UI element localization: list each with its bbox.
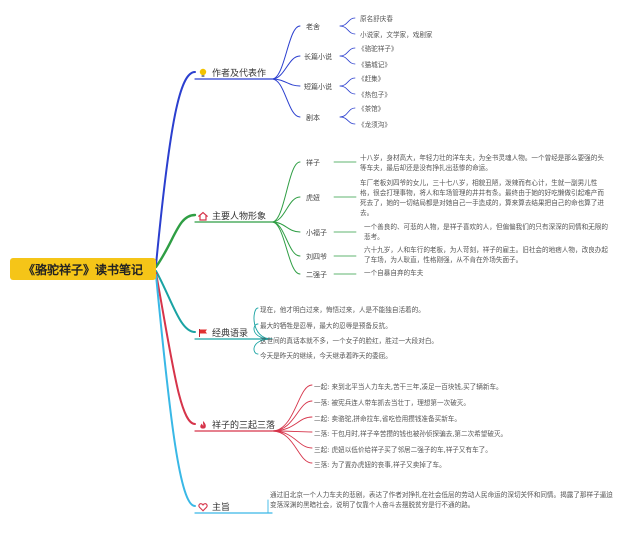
author-leaf-link-b-2 bbox=[339, 85, 356, 95]
branch-characters[interactable]: 主要人物形象 bbox=[198, 209, 266, 222]
house-icon bbox=[198, 211, 208, 221]
event-6: 三落: 为了置办虎妞的丧事,祥子又卖掉了车。 bbox=[314, 461, 446, 469]
main-branch-author bbox=[155, 71, 196, 266]
character-link-0 bbox=[271, 161, 301, 223]
event-link-4 bbox=[271, 430, 313, 449]
theme-link bbox=[267, 499, 273, 514]
theme-text: 通过旧北京一个人力车夫的悲剧，表达了作者对挣扎在社会低层的劳动人民命运的深切关怀… bbox=[270, 491, 613, 509]
leaf-occupation: 小说家，文学家，戏剧家 bbox=[360, 31, 433, 39]
leaf-story-1: 《赶集》 bbox=[358, 75, 385, 83]
sub-laoshe[interactable]: 老舍 bbox=[306, 23, 320, 31]
desc-huniu: 车厂老板刘四爷的女儿，三十七八岁，相貌丑陋，泼辣而有心计，生就一副男儿性格，很会… bbox=[360, 179, 604, 217]
author-leaf-link-a-3 bbox=[339, 107, 356, 118]
character-link-4 bbox=[271, 221, 301, 275]
desc-erqiangzi: 一个自暴自弃的车夫 bbox=[364, 269, 424, 277]
leaf-play-2: 《龙须沟》 bbox=[358, 121, 391, 129]
branch-quotes[interactable]: 经典语录 bbox=[198, 326, 248, 339]
author-sub-link-0 bbox=[271, 25, 301, 80]
flag-icon bbox=[199, 328, 207, 337]
quote-2: 最大的牺牲是忍辱，最大的忍辱是预备反抗。 bbox=[260, 322, 392, 330]
leaf-novel-2: 《猫城记》 bbox=[358, 61, 391, 69]
branch-author[interactable]: 作者及代表作 bbox=[198, 66, 266, 79]
sub-short-stories[interactable]: 短篇小说 bbox=[304, 83, 332, 91]
sub-huniu[interactable]: 虎妞 bbox=[306, 194, 320, 202]
quote-3: 这世间的真话本就不多，一个女子的脸红，胜过一大段对白。 bbox=[260, 337, 439, 345]
main-branch-characters bbox=[154, 213, 197, 269]
sub-plays[interactable]: 剧本 bbox=[306, 114, 320, 122]
author-leaf-link-a-1 bbox=[339, 47, 356, 57]
author-sub-link-1 bbox=[271, 55, 301, 80]
event-1: 一起: 来到北平当人力车夫,苦干三年,凑足一百块钱,买了辆新车。 bbox=[314, 383, 503, 391]
sub-erqiangzi[interactable]: 二强子 bbox=[306, 271, 327, 279]
leaf-play-1: 《茶馆》 bbox=[358, 105, 385, 113]
sub-xiaofuzi[interactable]: 小福子 bbox=[306, 229, 327, 237]
leaf-novel-1: 《骆驼祥子》 bbox=[358, 45, 398, 53]
author-leaf-link-b-0 bbox=[339, 25, 356, 35]
desc-xiaofuzi: 一个善良的、可悲的人物，是祥子喜欢的人，但偏偏我们的只有深深的同情和无限的悲考。 bbox=[364, 223, 608, 241]
quote-link-0 bbox=[253, 307, 273, 340]
event-link-0 bbox=[271, 384, 313, 432]
branch-theme[interactable]: 主旨 bbox=[198, 500, 230, 513]
quote-link-3 bbox=[253, 338, 273, 355]
event-4: 二落: 干包月时,祥子辛苦攒的钱也被孙侦探骗去,第二次希望破灭。 bbox=[314, 430, 508, 438]
event-3: 二起: 卖骆驼,拼命拉车,省吃俭用攒钱准备买新车。 bbox=[314, 415, 461, 423]
lightbulb-icon bbox=[199, 68, 207, 77]
author-leaf-link-a-2 bbox=[339, 77, 356, 87]
main-branch-theme bbox=[155, 274, 196, 507]
author-leaf-link-a-0 bbox=[339, 17, 356, 27]
desc-liusiye: 六十九岁，人和车行的老板，为人苛刻，祥子的雇主。旧社会的地痞人物，改良办起了车场… bbox=[364, 246, 608, 264]
branch-author-label: 作者及代表作 bbox=[212, 69, 267, 79]
leaf-story-2: 《热包子》 bbox=[358, 91, 391, 99]
sub-novels[interactable]: 长篇小说 bbox=[304, 53, 332, 61]
author-leaf-link-b-3 bbox=[339, 116, 356, 125]
author-leaf-link-b-1 bbox=[339, 55, 356, 65]
root-node[interactable]: 《骆驼祥子》读书笔记 bbox=[10, 258, 156, 280]
quote-4: 今天是昨天的继续，今天继承着昨天的委屈。 bbox=[260, 352, 392, 360]
main-branch-ups-downs bbox=[155, 272, 196, 425]
desc-xiangzi: 十八岁，身材高大，年轻力壮的洋车夫，为全书灵魂人物。一个曾经是那么要强的头等车夫… bbox=[360, 154, 604, 172]
quote-1: 现在，他才明白过来，悔悟过来，人是不能独自活着的。 bbox=[260, 306, 425, 314]
branch-quotes-label: 经典语录 bbox=[212, 329, 249, 339]
branch-ups-downs[interactable]: 祥子的三起三落 bbox=[198, 418, 275, 431]
leaf-original-name: 原名舒庆春 bbox=[360, 15, 393, 23]
flame-icon bbox=[200, 420, 206, 429]
event-link-2 bbox=[271, 416, 313, 432]
sub-xiangzi[interactable]: 祥子 bbox=[306, 159, 320, 167]
event-2: 一落: 被宪兵连人带车抓去当壮丁，理想第一次破灭。 bbox=[314, 399, 470, 407]
branch-ups-downs-label: 祥子的三起三落 bbox=[212, 421, 276, 431]
branch-theme-label: 主旨 bbox=[212, 503, 231, 513]
branch-characters-label: 主要人物形象 bbox=[212, 212, 267, 222]
main-branch-quotes bbox=[155, 270, 196, 333]
heart-icon bbox=[198, 502, 208, 512]
character-link-1 bbox=[271, 196, 301, 223]
event-5: 三起: 虎妞以低价给祥子买了邻居二强子的车,祥子又有车了。 bbox=[314, 446, 492, 454]
sub-liusiye[interactable]: 刘四爷 bbox=[306, 253, 327, 261]
event-link-1 bbox=[271, 400, 313, 432]
author-sub-link-3 bbox=[271, 78, 301, 118]
event-link-5 bbox=[271, 430, 313, 464]
